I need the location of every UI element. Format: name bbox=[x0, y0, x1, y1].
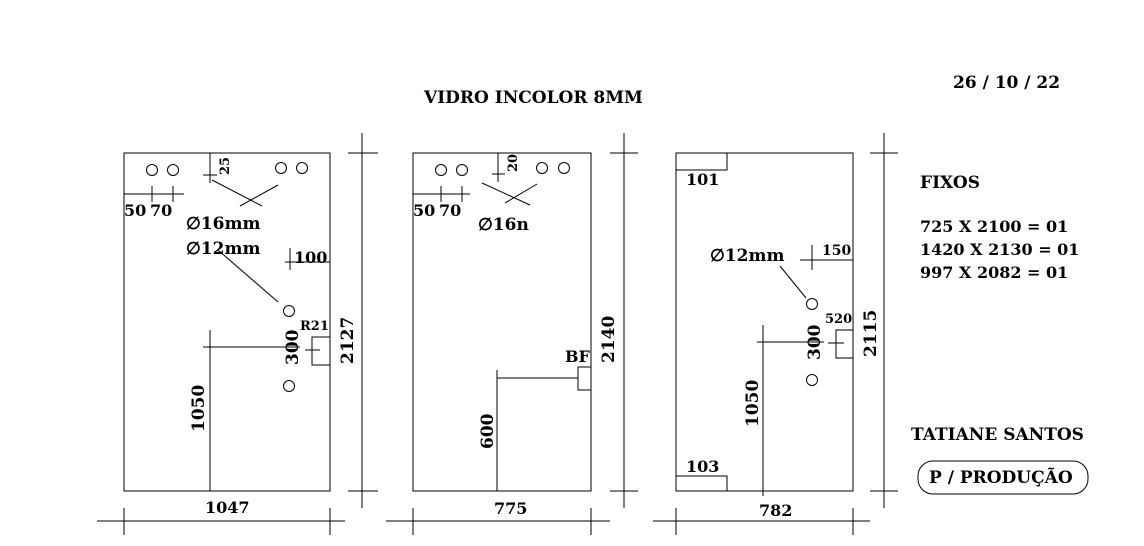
hole-icon bbox=[283, 305, 295, 317]
dim-total-height: 2140 bbox=[599, 316, 619, 363]
glass-panel-3-outline bbox=[675, 152, 854, 492]
glass-panel-1-outline bbox=[123, 152, 331, 492]
panel-1: 50 70 25 ∅16mm ∅12mm 100 300 R21 1050 21… bbox=[97, 133, 378, 535]
dim-50: 50 bbox=[413, 201, 435, 220]
leader-line bbox=[217, 249, 279, 303]
hole-icon bbox=[806, 374, 818, 386]
leader-line bbox=[239, 184, 279, 207]
panel-3: 101 103 ∅12mm 150 300 520 1050 2115 782 bbox=[653, 133, 898, 535]
dim-70: 70 bbox=[439, 201, 461, 220]
dim-600: 600 bbox=[478, 413, 498, 449]
hole-icon bbox=[558, 162, 570, 174]
fixos-item: 997 X 2082 = 01 bbox=[920, 263, 1068, 282]
dia-16n: ∅16n bbox=[478, 215, 529, 235]
fixos-item: 725 X 2100 = 01 bbox=[920, 217, 1068, 236]
dim-103: 103 bbox=[686, 457, 719, 476]
dim-width: 1047 bbox=[205, 498, 250, 517]
hole-icon bbox=[146, 164, 158, 176]
dim-150: 150 bbox=[822, 243, 851, 259]
glass-panel-2-outline bbox=[412, 152, 592, 492]
dim-50: 50 bbox=[124, 201, 146, 220]
dim-1050: 1050 bbox=[743, 380, 763, 427]
leader-line bbox=[779, 265, 807, 299]
leader-line bbox=[211, 179, 263, 207]
fixos-list: FIXOS 725 X 2100 = 01 1420 X 2130 = 01 9… bbox=[920, 173, 1079, 282]
drawing-date: 26 / 10 / 22 bbox=[953, 73, 1060, 93]
dim-1050: 1050 bbox=[189, 385, 209, 432]
leader-line bbox=[504, 183, 538, 204]
dim-total-height: 2115 bbox=[861, 310, 881, 357]
dim-100: 100 bbox=[294, 248, 327, 267]
dim-width: 775 bbox=[494, 499, 527, 518]
dim-520: 520 bbox=[825, 312, 852, 327]
dia-12mm: ∅12mm bbox=[186, 239, 260, 259]
lock-cutout bbox=[311, 336, 331, 366]
status-badge bbox=[917, 460, 1089, 495]
dim-101: 101 bbox=[686, 170, 719, 189]
hole-icon bbox=[296, 162, 308, 174]
hole-icon bbox=[435, 164, 447, 176]
corner-cutout-bottom bbox=[675, 475, 728, 492]
lock-cutout bbox=[835, 329, 854, 359]
fixos-item: 1420 X 2130 = 01 bbox=[920, 240, 1079, 259]
dim-25: 25 bbox=[218, 157, 233, 175]
hole-icon bbox=[536, 162, 548, 174]
client-name: TATIANE SANTOS bbox=[911, 425, 1084, 445]
hole-icon bbox=[275, 162, 287, 174]
hole-icon bbox=[456, 164, 468, 176]
leader-line bbox=[481, 182, 531, 206]
dia-12mm: ∅12mm bbox=[710, 246, 784, 266]
fixos-title: FIXOS bbox=[920, 173, 980, 193]
dim-20: 20 bbox=[506, 154, 521, 172]
dim-70: 70 bbox=[150, 201, 172, 220]
corner-cutout-top bbox=[675, 152, 728, 171]
panel-2: 50 70 20 ∅16n BF 600 2140 775 bbox=[386, 133, 638, 535]
dim-total-height: 2127 bbox=[338, 317, 358, 364]
hole-icon bbox=[806, 298, 818, 310]
dim-r21: R21 bbox=[300, 319, 329, 334]
hole-icon bbox=[283, 380, 295, 392]
dia-16mm: ∅16mm bbox=[186, 214, 260, 234]
material-title: VIDRO INCOLOR 8MM bbox=[423, 88, 643, 108]
hole-icon bbox=[167, 164, 179, 176]
label-bf: BF bbox=[565, 347, 591, 366]
status-label: P / PRODUÇÃO bbox=[929, 466, 1073, 488]
dim-width: 782 bbox=[759, 501, 792, 520]
